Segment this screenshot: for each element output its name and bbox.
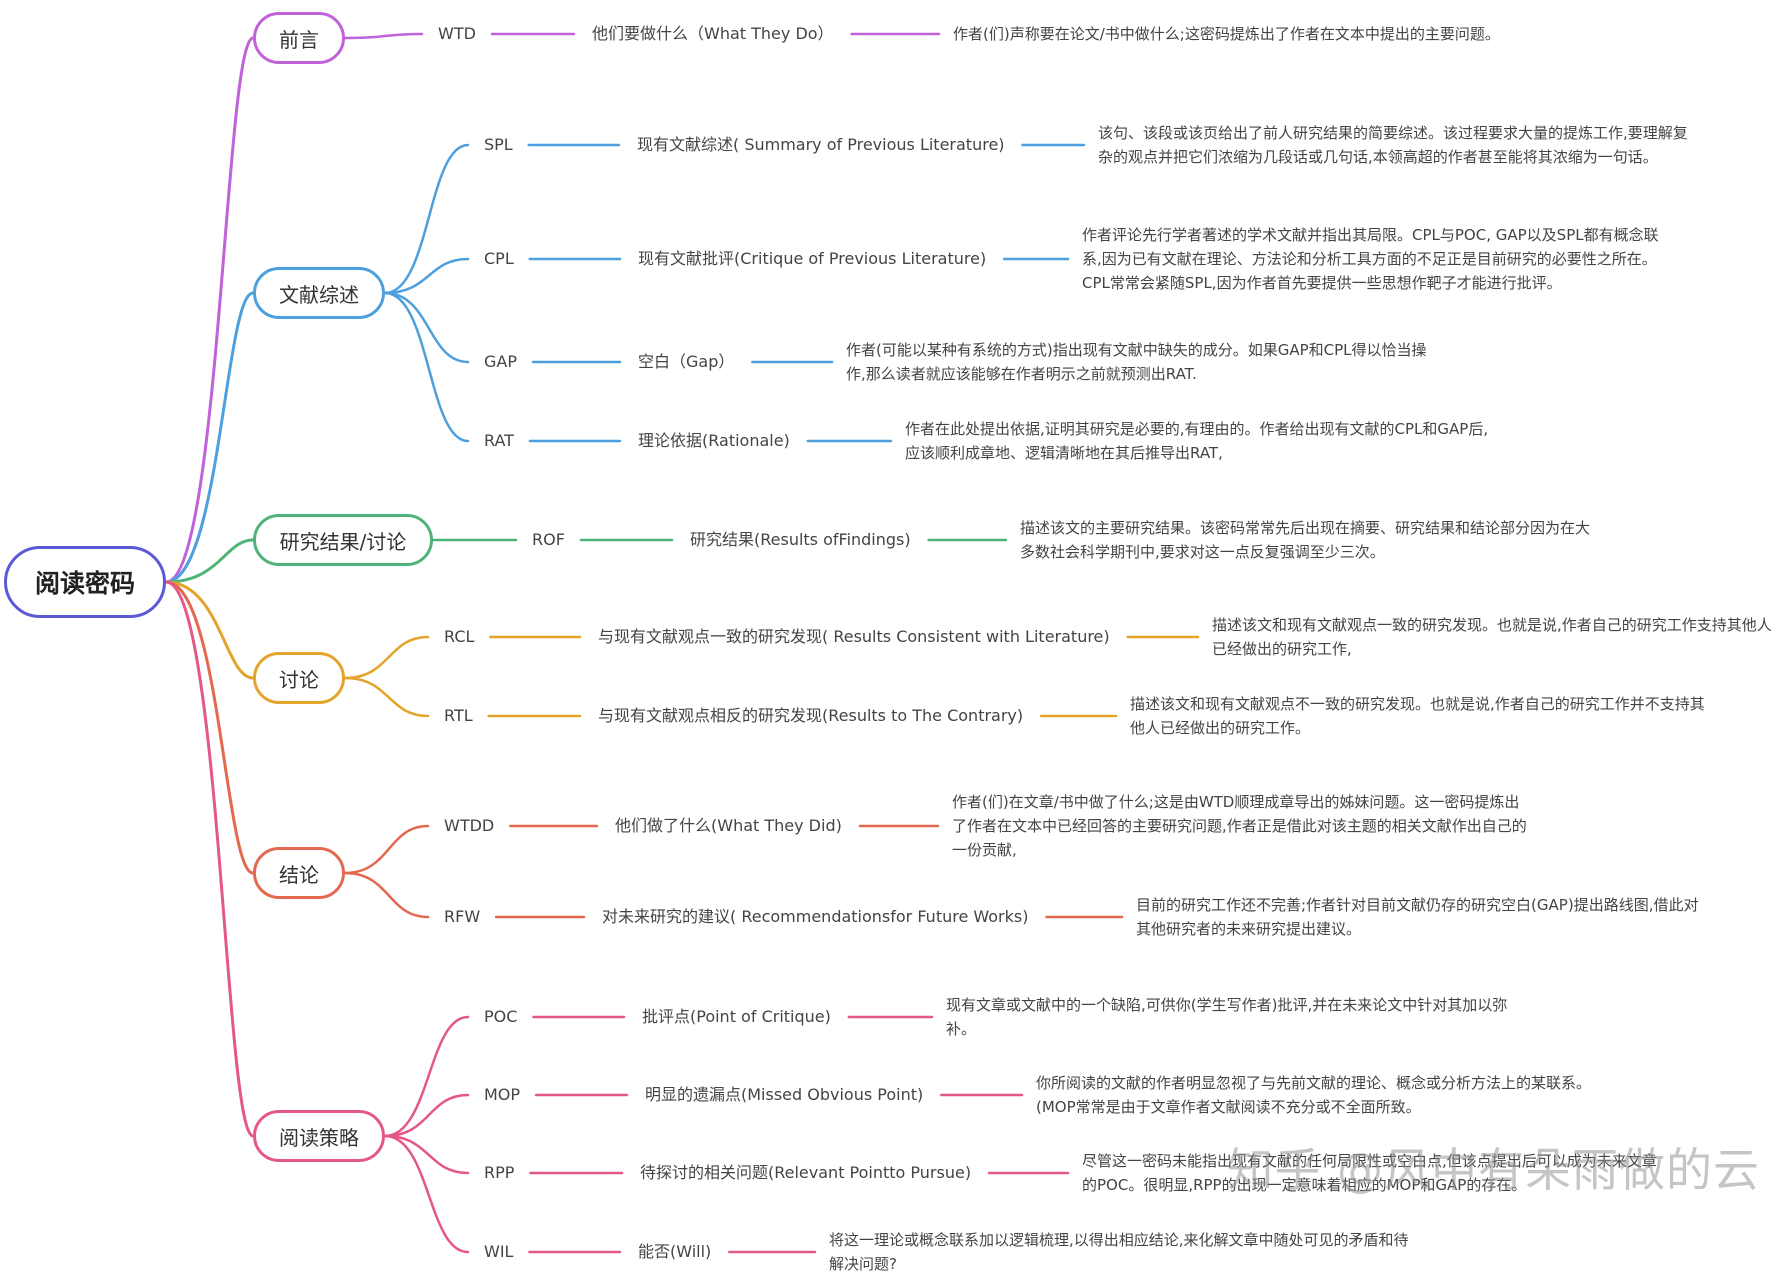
connector-reading-strategy-rpp bbox=[383, 1134, 470, 1175]
category-label: 前言 bbox=[279, 27, 319, 52]
name-rpp[interactable]: 待探讨的相关问题(Relevant Pointto Pursue) bbox=[638, 1163, 974, 1183]
code-wtdd[interactable]: WTDD bbox=[442, 816, 497, 836]
desc-wtd: 作者(们)声称要在论文/书中做什么;这密码提炼出了作者在文本中提出的主要问题。 bbox=[953, 25, 1500, 43]
desc-wtdd: 作者(们)在文章/书中做了什么;这是由WTD顺理成章导出的姊妹问题。这一密码提炼… bbox=[952, 793, 1527, 859]
desc-spl: 该句、该段或该页给出了前人研究结果的简要综述。该过程要求大量的提炼工作,要理解复… bbox=[1098, 124, 1688, 166]
code-cpl[interactable]: CPL bbox=[482, 249, 516, 269]
code-spl[interactable]: SPL bbox=[482, 135, 515, 155]
connector-discussion-rcl bbox=[343, 635, 430, 680]
code-gap[interactable]: GAP bbox=[482, 352, 519, 372]
category-conclusion[interactable]: 结论 bbox=[253, 847, 345, 899]
code-mop[interactable]: MOP bbox=[482, 1085, 523, 1105]
root-node[interactable]: 阅读密码 bbox=[4, 546, 166, 618]
connector-reading-strategy-wil bbox=[383, 1134, 470, 1254]
connector-root-lit-review bbox=[164, 291, 255, 584]
name-rcl[interactable]: 与现有文献观点一致的研究发现( Results Consistent with … bbox=[596, 627, 1112, 647]
connector-conclusion-rfw bbox=[343, 871, 430, 919]
desc-wil: 将这一理论或概念联系加以逻辑梳理,以得出相应结论,来化解文章中随处可见的矛盾和待… bbox=[829, 1231, 1409, 1273]
desc-mop: 你所阅读的文献的作者明显忽视了与先前文献的理论、概念或分析方法上的某联系。(MO… bbox=[1036, 1074, 1592, 1116]
name-wtd[interactable]: 他们要做什么（What They Do） bbox=[590, 24, 836, 44]
category-results[interactable]: 研究结果/讨论 bbox=[253, 514, 433, 566]
name-rfw[interactable]: 对未来研究的建议( Recommendationsfor Future Work… bbox=[600, 907, 1031, 927]
connector-discussion-rtl bbox=[343, 676, 430, 718]
desc-rat: 作者在此处提出依据,证明其研究是必要的,有理由的。作者给出现有文献的CPL和GA… bbox=[905, 420, 1489, 462]
code-poc[interactable]: POC bbox=[482, 1007, 520, 1027]
name-wil[interactable]: 能否(Will) bbox=[636, 1242, 714, 1262]
desc-cpl: 作者评论先行学者著述的学术文献并指出其局限。CPL与POC, GAP以及SPL都… bbox=[1082, 226, 1659, 292]
name-gap[interactable]: 空白（Gap） bbox=[636, 352, 737, 372]
connector-lit-review-cpl bbox=[383, 257, 470, 295]
name-wtdd[interactable]: 他们做了什么(What They Did) bbox=[613, 816, 844, 836]
category-preface[interactable]: 前言 bbox=[253, 12, 345, 64]
code-rpp[interactable]: RPP bbox=[482, 1163, 517, 1183]
desc-rof: 描述该文的主要研究结果。该密码常常先后出现在摘要、研究结果和结论部分因为在大多数… bbox=[1020, 519, 1591, 561]
connector-lit-review-gap bbox=[383, 291, 470, 364]
code-rat[interactable]: RAT bbox=[482, 431, 516, 451]
connector-lit-review-spl bbox=[383, 143, 470, 295]
name-mop[interactable]: 明显的遗漏点(Missed Obvious Point) bbox=[643, 1085, 926, 1105]
desc-rfw: 目前的研究工作还不完善;作者针对目前文献仍存的研究空白(GAP)提出路线图,借此… bbox=[1136, 896, 1699, 938]
name-poc[interactable]: 批评点(Point of Critique) bbox=[640, 1007, 833, 1027]
category-label: 讨论 bbox=[279, 667, 319, 692]
connector-root-reading-strategy bbox=[164, 580, 255, 1138]
desc-rtl: 描述该文和现有文献观点不一致的研究发现。也就是说,作者自己的研究工作并不支持其他… bbox=[1130, 695, 1705, 737]
code-rfw[interactable]: RFW bbox=[442, 907, 483, 927]
connector-lit-review-rat bbox=[383, 291, 470, 443]
connector-reading-strategy-mop bbox=[383, 1093, 470, 1138]
connector-conclusion-wtdd bbox=[343, 824, 430, 875]
connector-root-results bbox=[164, 538, 255, 584]
root-label: 阅读密码 bbox=[34, 569, 135, 598]
connector-reading-strategy-poc bbox=[383, 1015, 470, 1138]
watermark: 知乎 @风中有朵雨做的云 bbox=[1227, 1143, 1760, 1197]
category-label: 文献综述 bbox=[279, 282, 359, 307]
connector-root-preface bbox=[164, 36, 255, 584]
connector-preface-wtd bbox=[343, 32, 424, 40]
category-label: 研究结果/讨论 bbox=[279, 529, 407, 554]
name-rtl[interactable]: 与现有文献观点相反的研究发现(Results to The Contrary) bbox=[596, 706, 1026, 726]
connector-root-conclusion bbox=[164, 580, 255, 875]
name-rat[interactable]: 理论依据(Rationale) bbox=[636, 431, 792, 451]
code-rtl[interactable]: RTL bbox=[442, 706, 475, 726]
category-discussion[interactable]: 讨论 bbox=[253, 652, 345, 704]
desc-gap: 作者(可能以某种有系统的方式)指出现有文献中缺失的成分。如果GAP和CPL得以恰… bbox=[846, 341, 1427, 383]
code-wtd[interactable]: WTD bbox=[436, 24, 478, 44]
desc-poc: 现有文章或文献中的一个缺陷,可供你(学生写作者)批评,并在未来论文中针对其加以弥… bbox=[946, 996, 1508, 1038]
connector-root-discussion bbox=[164, 580, 255, 680]
code-rcl[interactable]: RCL bbox=[442, 627, 477, 647]
category-label: 阅读策略 bbox=[279, 1125, 359, 1150]
category-lit-review[interactable]: 文献综述 bbox=[253, 267, 385, 319]
name-rof[interactable]: 研究结果(Results ofFindings) bbox=[688, 530, 913, 550]
category-reading-strategy[interactable]: 阅读策略 bbox=[253, 1110, 385, 1162]
name-cpl[interactable]: 现有文献批评(Critique of Previous Literature) bbox=[636, 249, 989, 269]
code-rof[interactable]: ROF bbox=[530, 530, 567, 550]
desc-rpp: 尽管这一密码未能指出现有文献的任何局限性或空白点,但该点提出后可以成为未来文章的… bbox=[1082, 1152, 1657, 1194]
code-wil[interactable]: WIL bbox=[482, 1242, 516, 1262]
desc-rcl: 描述该文和现有文献观点一致的研究发现。也就是说,作者自己的研究工作支持其他人已经… bbox=[1212, 616, 1772, 658]
category-label: 结论 bbox=[279, 862, 319, 887]
name-spl[interactable]: 现有文献综述( Summary of Previous Literature) bbox=[635, 135, 1007, 155]
